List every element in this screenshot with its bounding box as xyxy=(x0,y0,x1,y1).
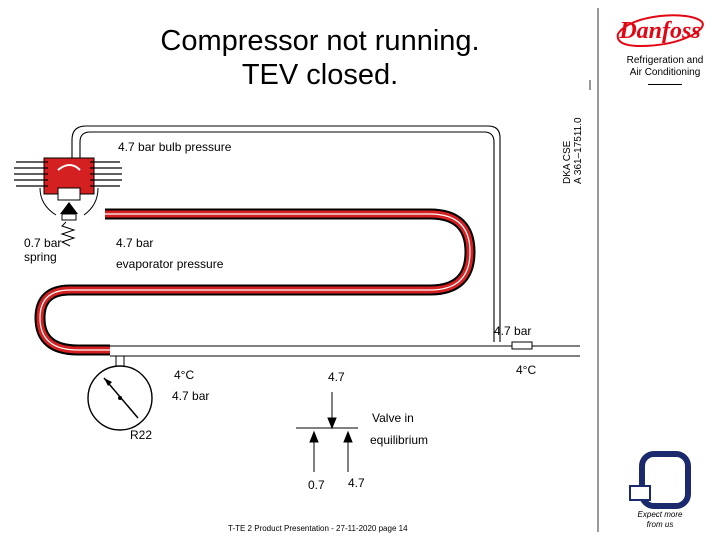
danfoss-logo: Danfoss xyxy=(616,14,704,48)
page-title: Compressor not running. TEV closed. xyxy=(110,24,530,92)
capillary-tube xyxy=(79,131,495,342)
doc-code-line-2: A 361–17511.0 xyxy=(573,117,584,184)
refrigerant-label: R22 xyxy=(130,428,153,442)
evaporator-coil xyxy=(34,208,476,356)
title-line-2: TEV closed. xyxy=(241,59,399,91)
doc-code-line-1: DKA CSE xyxy=(562,140,573,184)
valve-pin xyxy=(60,202,78,214)
expect-line-1: Expect more xyxy=(637,510,683,519)
logo-text: Danfoss xyxy=(618,18,700,44)
valve-in-label: Valve in xyxy=(372,411,414,425)
equilibrium-label: equilibrium xyxy=(370,433,429,447)
document-code: DKA CSE A 361–17511.0 xyxy=(556,110,596,188)
force-up-label: 4.7 xyxy=(348,476,365,490)
footer-text: T-TE 2 Product Presentation - 27-11-2020… xyxy=(228,524,408,533)
title-line-1: Compressor not running. xyxy=(160,25,480,57)
equilibrium-arrows xyxy=(296,392,358,472)
spring xyxy=(60,221,76,247)
brand-subtitle-line-1: Refrigeration and xyxy=(626,55,704,66)
temp-right-label: 4°C xyxy=(516,363,537,377)
capillary-tube-inner xyxy=(71,125,501,342)
brand-subtitle: Refrigeration and Air Conditioning xyxy=(616,55,714,79)
valve-head xyxy=(14,157,122,247)
evaporator-pressure-label: evaporator pressure xyxy=(116,257,224,271)
expect-more-text: Expect more from us xyxy=(622,510,698,530)
pressure-gauge xyxy=(87,355,153,431)
expect-more-icon xyxy=(629,451,691,509)
gauge-bar-label: 4.7 bar xyxy=(172,389,210,403)
mid-value-label: 4.7 xyxy=(328,370,345,384)
brand-subtitle-line-2: Air Conditioning xyxy=(629,67,701,78)
expect-line-2: from us xyxy=(646,520,674,529)
bulb xyxy=(511,341,533,350)
temp-left-label: 4°C xyxy=(174,368,195,382)
gauge-needle xyxy=(103,377,139,419)
evaporator-bar-label: 4.7 bar xyxy=(116,236,154,250)
spring-label: 0.7 bar spring xyxy=(24,236,62,264)
force-down-label: 0.7 xyxy=(308,478,325,492)
bulb-pressure-label: 4.7 bar bulb pressure xyxy=(118,140,232,154)
outlet-bar-label: 4.7 bar xyxy=(494,324,532,338)
brand-rule xyxy=(648,84,682,85)
